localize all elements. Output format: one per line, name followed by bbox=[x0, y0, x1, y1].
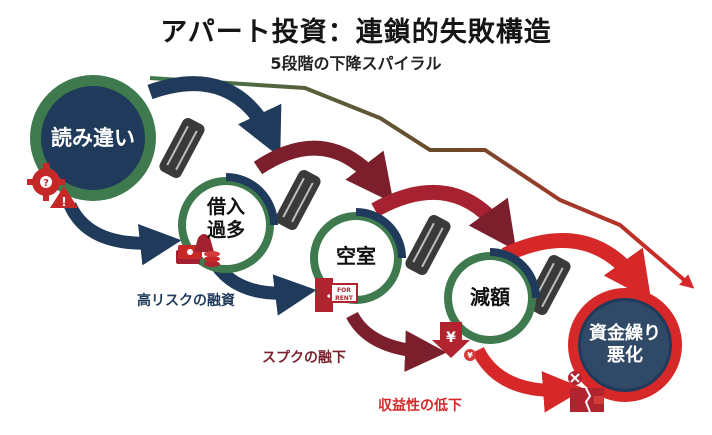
for-rent-sign-rent: RENT bbox=[335, 295, 354, 302]
broken-wallet-icon bbox=[568, 371, 604, 413]
money-stack-icon bbox=[176, 234, 220, 267]
chain-link-1 bbox=[159, 117, 205, 179]
arc-arrow-2 bbox=[253, 140, 394, 204]
lower-arrow-1 bbox=[64, 202, 182, 266]
for-rent-door-icon: FOR RENT bbox=[315, 278, 358, 312]
yen-symbol-large: ¥ bbox=[446, 330, 456, 346]
page-title: アパート投資：連鎖的失敗構造 bbox=[160, 17, 552, 48]
arc-arrow-1 bbox=[147, 76, 282, 158]
caption-high-risk-loan: 高リスクの融資 bbox=[137, 293, 235, 309]
svg-text:?: ? bbox=[43, 178, 49, 189]
trend-line bbox=[149, 76, 695, 289]
for-rent-sign-for: FOR bbox=[337, 287, 351, 294]
arc-arrow-4 bbox=[501, 233, 652, 301]
stage-circle-reduction bbox=[444, 248, 540, 344]
caption-revenue-decline: 収益性の低下 bbox=[378, 398, 462, 414]
arc-arrow-3 bbox=[371, 184, 517, 251]
chain-link-2 bbox=[275, 169, 321, 231]
stage-circle-misjudgment bbox=[30, 75, 156, 201]
lower-arrow-3 bbox=[346, 311, 447, 372]
chain-link-3 bbox=[405, 214, 451, 276]
svg-text:!: ! bbox=[61, 195, 66, 209]
stage-label-cashflow: 資金繰り 悪化 bbox=[589, 323, 661, 366]
yen-down-icon: ¥ ¥ bbox=[432, 322, 476, 361]
stage-label-debt: 借入 過多 bbox=[206, 196, 245, 241]
yen-symbol-coin: ¥ bbox=[467, 351, 473, 360]
page-subtitle: 5段階の下降スパイラル bbox=[270, 54, 442, 73]
lower-arrow-4 bbox=[472, 346, 585, 413]
caption-sublease-change: スプクの融下 bbox=[262, 350, 346, 366]
stage-label-reduction: 減額 bbox=[470, 285, 510, 309]
stage-circle-cashflow bbox=[568, 288, 682, 402]
stage-label-vacancy: 空室 bbox=[336, 244, 376, 268]
stage-label-misjudgment: 読み違い bbox=[51, 126, 135, 150]
gear-warning-icon: ? ! bbox=[27, 163, 78, 209]
